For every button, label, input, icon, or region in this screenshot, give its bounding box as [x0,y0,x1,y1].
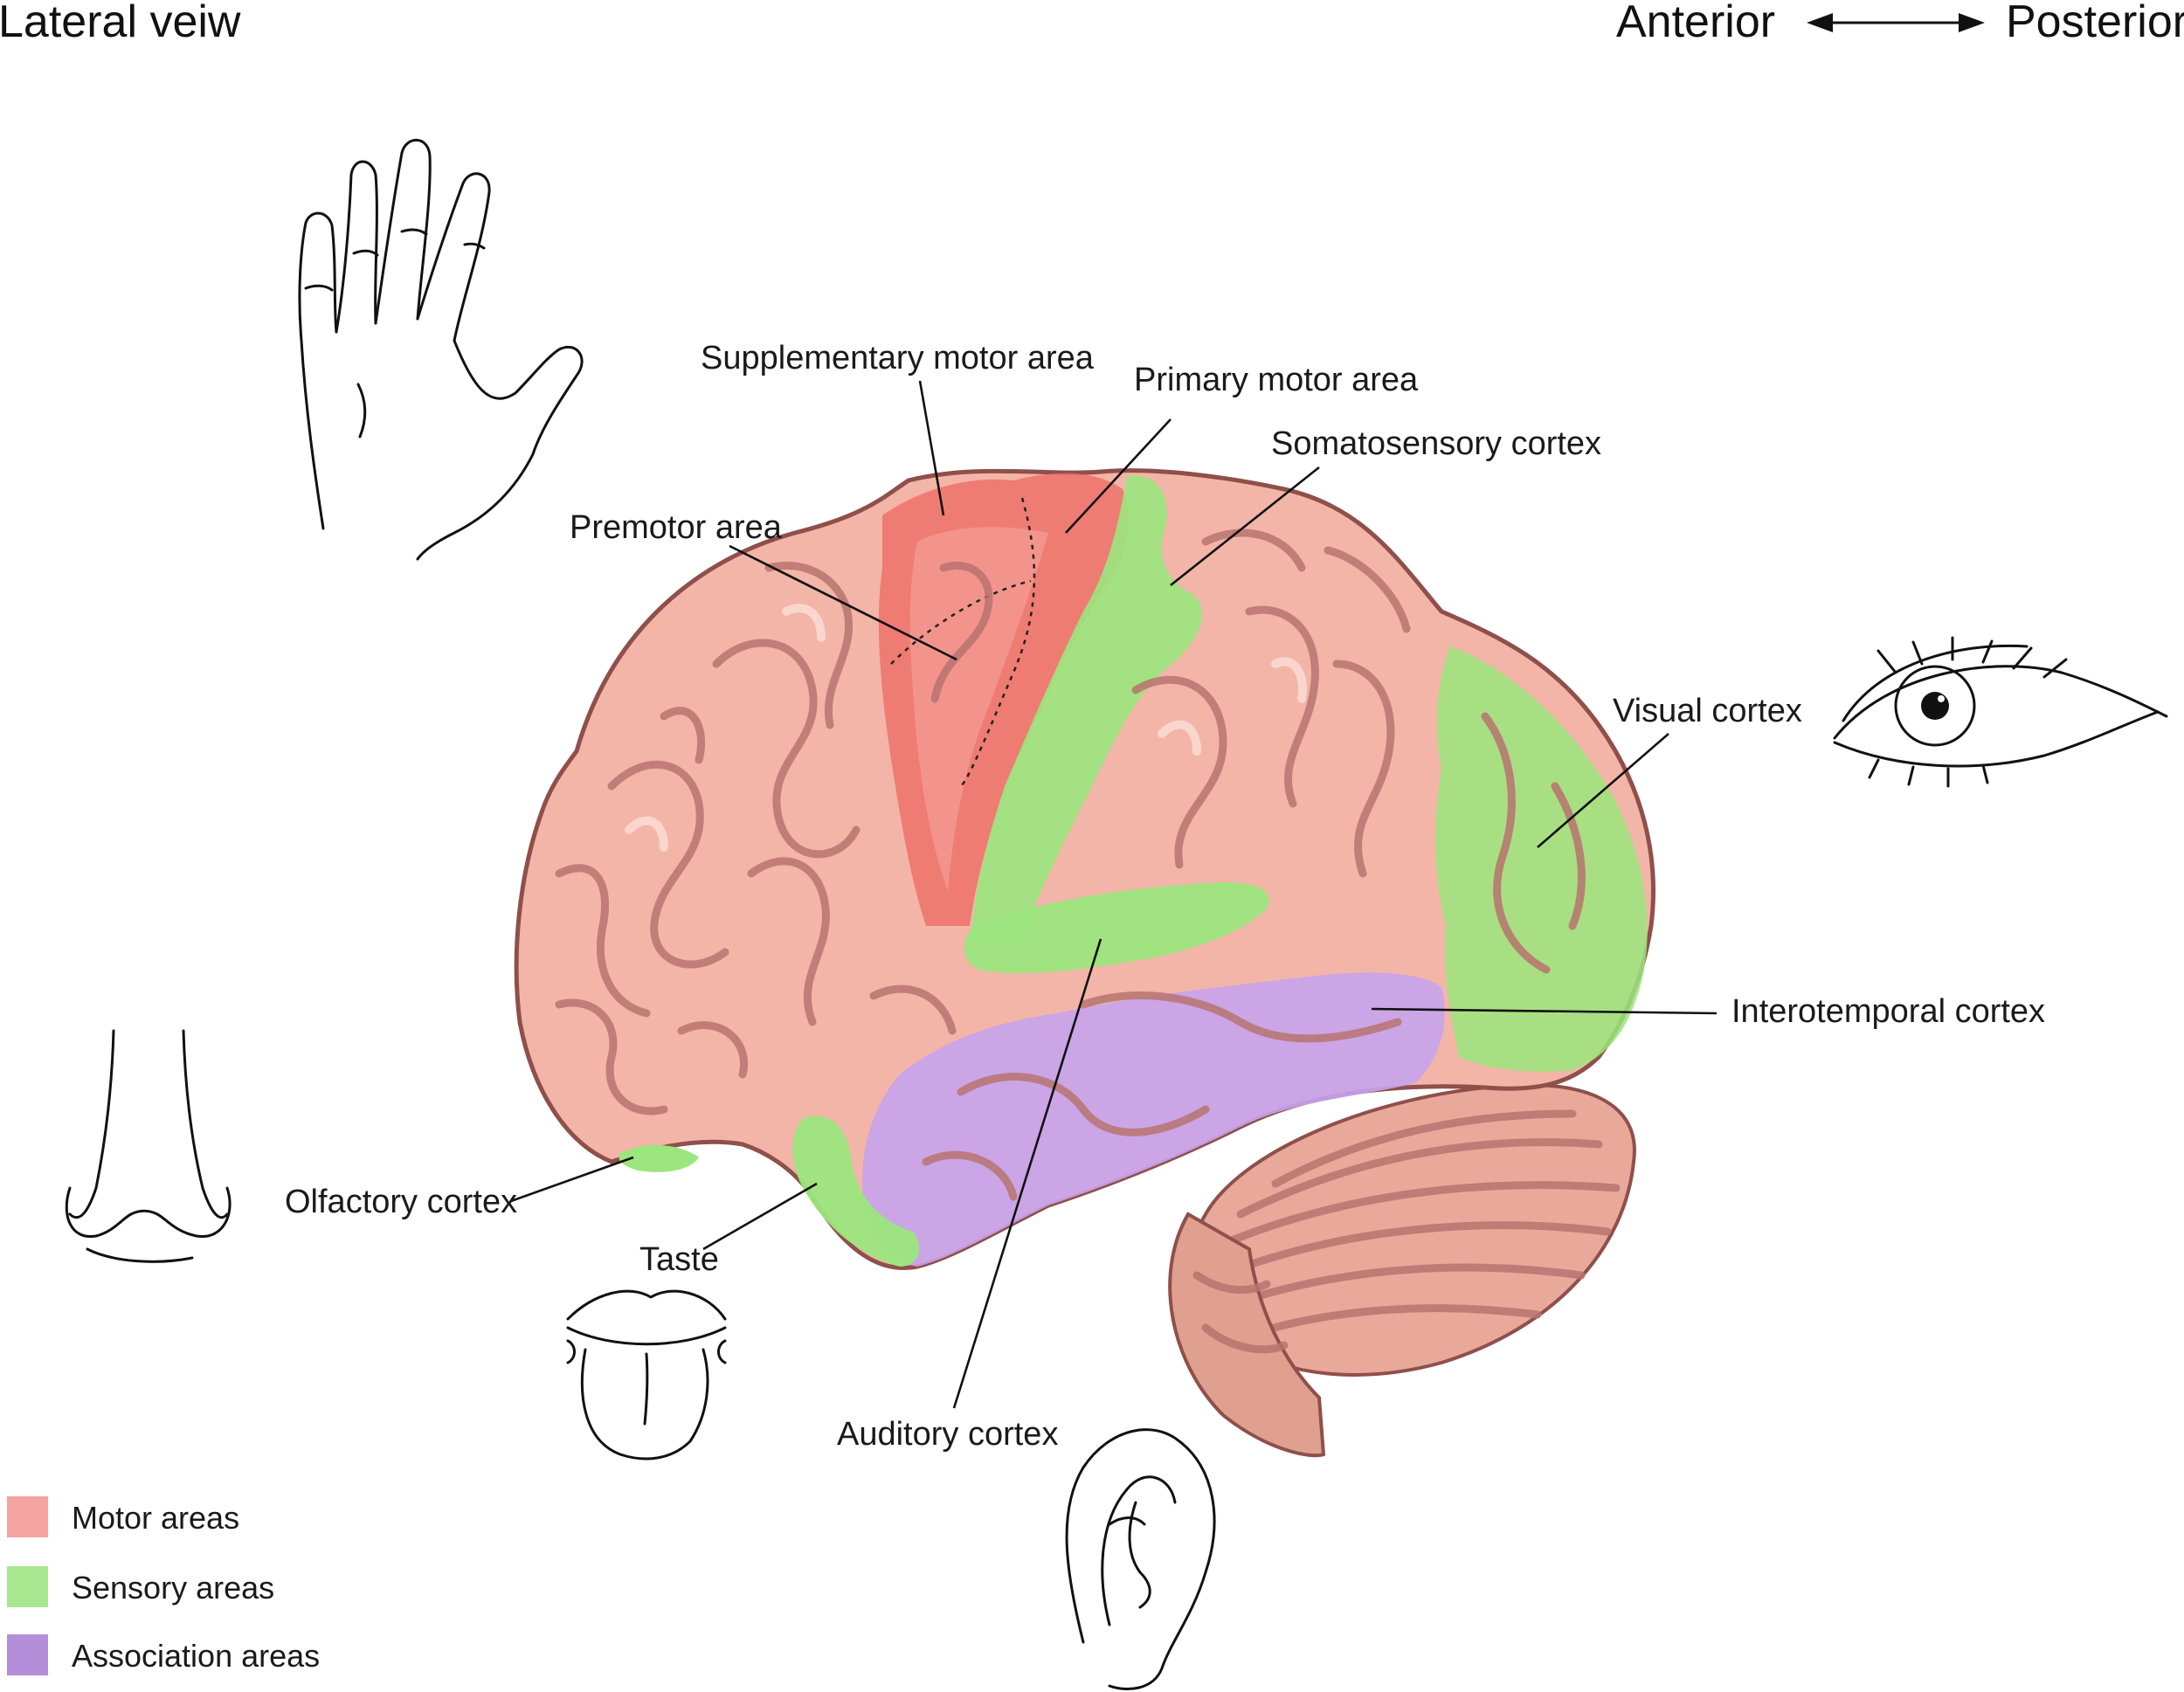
label-interotemporal-cortex: Interotemporal cortex [1731,993,2045,1030]
motor-boundary-dotted-1 [960,497,1036,787]
somatosensory-region [970,475,1203,943]
label-premotor-area: Premotor area [570,509,783,546]
leader-auditory [952,938,1102,1409]
motor-boundary-dotted-2 [890,579,1032,665]
brainstem [1168,1212,1326,1458]
orientation-anterior: Anterior [1616,0,1775,47]
association-region [861,972,1445,1267]
leader-somatosensory [1170,466,1320,587]
visual-region [1435,646,1648,1072]
tongue-icon [566,1289,727,1461]
label-primary-motor-area: Primary motor area [1134,362,1419,398]
olfactory-region [619,1144,699,1172]
view-title: Lateral veiw [0,0,241,47]
cortex-gyri [555,528,1586,1201]
legend-item-motor: Motor areas [7,1496,239,1537]
label-supplementary-motor-area: Supplementary motor area [701,340,1095,376]
leader-olfactory [510,1156,634,1203]
leader-interotemporal [1371,1007,1717,1015]
leader-primary-motor [1065,418,1171,534]
label-olfactory-cortex: Olfactory cortex [285,1184,517,1220]
legend-item-association: Association areas [7,1634,320,1675]
taste-region [792,1115,920,1267]
orientation-posterior: Posterior [2006,0,2184,47]
hand-icon [298,138,584,561]
cerebellum [1192,1082,1636,1377]
legend-label-motor: Motor areas [72,1500,239,1536]
eye-icon [1833,636,2168,788]
legend-label-association: Association areas [72,1638,320,1674]
legend-swatch-motor [7,1496,48,1537]
legend-swatch-sensory [7,1566,48,1607]
leader-taste [702,1182,818,1251]
legend-swatch-association [7,1634,48,1675]
nose-icon [65,1029,232,1263]
label-taste: Taste [639,1241,719,1278]
leader-premotor [729,544,957,661]
leader-visual [1537,733,1669,848]
auditory-region [964,882,1269,974]
leader-lines [510,380,1717,1409]
label-somatosensory-cortex: Somatosensory cortex [1271,425,1601,462]
legend-item-sensory: Sensory areas [7,1566,274,1607]
legend-label-sensory: Sensory areas [72,1570,274,1606]
motor-region-highlight [909,527,1048,891]
leader-supplementary [918,380,945,516]
label-auditory-cortex: Auditory cortex [837,1416,1058,1453]
legend: Motor areas Sensory areas Association ar… [7,1496,320,1675]
label-visual-cortex: Visual cortex [1613,693,1802,729]
ear-icon [1065,1428,1216,1690]
double-arrow-icon [1807,13,1985,32]
